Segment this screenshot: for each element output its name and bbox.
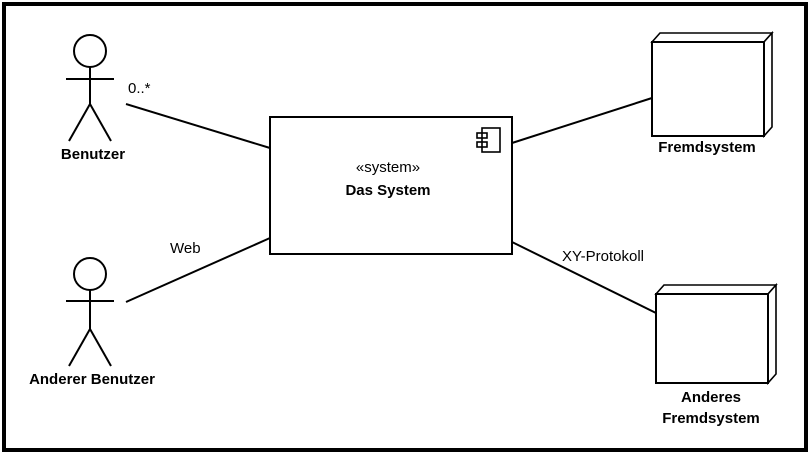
system-name: Das System [345, 182, 430, 199]
actor-left-leg [68, 328, 91, 367]
actor-left-leg [68, 103, 91, 142]
system-box [269, 116, 513, 255]
actor-benutzer-label: Benutzer [61, 146, 125, 163]
node-side [763, 30, 773, 139]
node-anderes-fremdsystem[interactable] [654, 282, 778, 386]
node-fremdsystem-label: Fremdsystem [658, 139, 756, 156]
node-anderes-fremdsystem-label-line2: Fremdsystem [662, 410, 760, 427]
actor-anderer-benutzer[interactable] [66, 257, 114, 367]
actor-right-leg [89, 103, 112, 142]
connector-system-anderes-fremdsystem[interactable] [511, 241, 657, 314]
connector-system-fremdsystem[interactable] [511, 97, 653, 144]
actor-anderer-benutzer-label: Anderer Benutzer [29, 371, 155, 388]
actor-benutzer[interactable] [66, 34, 114, 142]
multiplicity-label: 0..* [128, 80, 151, 97]
actor-right-leg [89, 328, 112, 367]
connector-anderer-benutzer-system[interactable] [125, 237, 271, 303]
web-label: Web [170, 240, 201, 257]
connector-benutzer-system[interactable] [125, 103, 271, 149]
node-top [654, 284, 778, 295]
node-front [651, 41, 765, 137]
node-fremdsystem[interactable] [650, 30, 774, 139]
node-front [655, 293, 769, 384]
xy-protokoll-label: XY-Protokoll [562, 248, 644, 265]
system-stereotype: «system» [356, 159, 420, 176]
node-anderes-fremdsystem-label-line1: Anderes [681, 389, 741, 406]
node-top [650, 32, 774, 43]
node-side [767, 282, 777, 386]
system-component[interactable]: «system» Das System [269, 116, 513, 255]
component-icon [476, 127, 501, 153]
